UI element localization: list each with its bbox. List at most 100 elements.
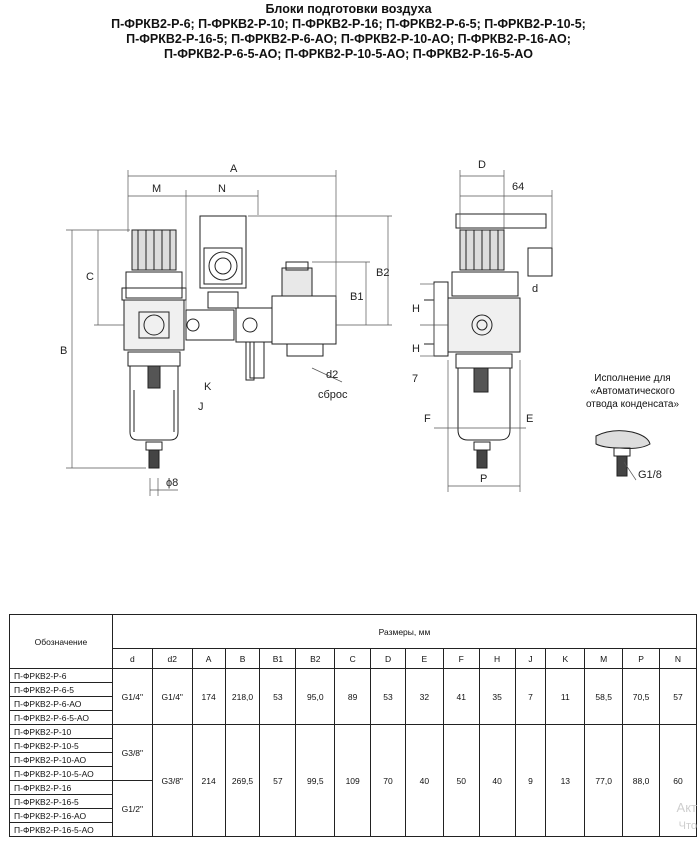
- cell-d: G1/2": [111, 780, 153, 837]
- cell-d: G3/8": [111, 724, 153, 781]
- cell-value: 269,5: [224, 724, 261, 837]
- model-name: П-ФРКВ2-Р-6: [9, 668, 113, 683]
- cell-value: 218,0: [224, 668, 261, 725]
- col-header: A: [191, 648, 226, 669]
- title-line-4: П-ФРКВ2-Р-6-5-АО; П-ФРКВ2-Р-10-5-АО; П-Ф…: [164, 47, 533, 61]
- cell-value: 70,5: [622, 668, 660, 725]
- dim-h-upper: H: [412, 303, 420, 315]
- cell-value: 7: [514, 668, 547, 725]
- dim-m: M: [152, 183, 161, 195]
- cell-value: 32: [404, 668, 444, 725]
- model-name: П-ФРКВ2-Р-6-5: [9, 682, 113, 697]
- model-name: П-ФРКВ2-Р-10: [9, 724, 113, 739]
- header-designation: Обозначение: [9, 614, 113, 669]
- model-name: П-ФРКВ2-Р-16-АО: [9, 808, 113, 823]
- cell-value: 53: [370, 668, 406, 725]
- title-line-1: Блоки подготовки воздуха: [265, 2, 432, 16]
- dim-c: C: [86, 271, 94, 283]
- dim-e: E: [526, 413, 533, 425]
- cell-value: G3/8": [151, 724, 193, 837]
- col-header: B1: [259, 648, 297, 669]
- note-line-2: «Автоматического: [590, 386, 675, 397]
- page-title: Блоки подготовки воздуха П-ФРКВ2-Р-6; П-…: [0, 2, 697, 62]
- col-header: K: [545, 648, 586, 669]
- dim-7: 7: [412, 373, 418, 385]
- cell-value: 11: [545, 668, 586, 725]
- dim-j: J: [198, 401, 204, 413]
- cell-value: 57: [259, 724, 297, 837]
- cell-value: 9: [514, 724, 547, 837]
- cell-value: 89: [334, 668, 372, 725]
- dim-64: 64: [512, 181, 524, 193]
- dimensions-table: Обозначение Размеры, мм d d2 A B B1 B2 C…: [9, 614, 697, 837]
- dim-phi8: ϕ8: [166, 477, 178, 489]
- header-sizes: Размеры, мм: [111, 614, 697, 649]
- dim-sbros: сброс: [318, 389, 348, 401]
- cell-value: 40: [404, 724, 444, 837]
- dim-b2: B2: [376, 267, 389, 279]
- col-header: J: [514, 648, 547, 669]
- note-line-1: Исполнение для: [594, 373, 671, 384]
- dim-f: F: [424, 413, 431, 425]
- col-header: P: [622, 648, 660, 669]
- cell-value: 50: [442, 724, 480, 837]
- dim-d2: d2: [326, 369, 338, 381]
- watermark-line-1: Акт: [676, 800, 697, 815]
- dim-k: K: [204, 381, 212, 393]
- side-view: [424, 213, 553, 469]
- col-header: H: [478, 648, 516, 669]
- dim-a: A: [230, 163, 238, 175]
- dim-d-small: d: [532, 283, 538, 295]
- cell-value: 58,5: [584, 668, 624, 725]
- cell-d: G1/4": [111, 668, 153, 725]
- model-name: П-ФРКВ2-Р-6-5-АО: [9, 710, 113, 725]
- watermark-line-2: Что: [678, 820, 697, 832]
- model-name: П-ФРКВ2-Р-10-5-АО: [9, 766, 113, 781]
- cell-value: 13: [545, 724, 586, 837]
- model-name: П-ФРКВ2-Р-16: [9, 780, 113, 795]
- auto-drain-detail: [595, 430, 651, 477]
- cell-value: 174: [191, 668, 226, 725]
- cell-value: 53: [259, 668, 297, 725]
- note-line-3: отвода конденсата»: [585, 399, 680, 410]
- cell-value: 88,0: [622, 724, 660, 837]
- model-name: П-ФРКВ2-Р-10-АО: [9, 752, 113, 767]
- col-header: F: [442, 648, 480, 669]
- col-header: C: [334, 648, 372, 669]
- col-header: D: [370, 648, 406, 669]
- model-name: П-ФРКВ2-Р-10-5: [9, 738, 113, 753]
- col-header: B2: [295, 648, 336, 669]
- cell-value: 214: [191, 724, 226, 837]
- title-line-2: П-ФРКВ2-Р-6; П-ФРКВ2-Р-10; П-ФРКВ2-Р-16;…: [111, 17, 586, 31]
- title-line-3: П-ФРКВ2-Р-16-5; П-ФРКВ2-Р-6-АО; П-ФРКВ2-…: [126, 32, 571, 46]
- dim-b1: B1: [350, 291, 363, 303]
- col-header: B: [224, 648, 261, 669]
- technical-drawing: A M N C B B1 B2 K J d2 сброс ϕ8 D 64 H H…: [60, 159, 662, 496]
- dim-h-lower: H: [412, 343, 420, 355]
- cell-value: 60: [659, 724, 697, 837]
- model-name: П-ФРКВ2-Р-16-5-АО: [9, 822, 113, 837]
- dimension-lines: [66, 170, 637, 496]
- module-connector-front: [185, 215, 247, 341]
- col-header: M: [584, 648, 624, 669]
- col-header: d2: [151, 648, 193, 669]
- cell-value: 77,0: [584, 724, 624, 837]
- auto-drain-note: Исполнение для «Автоматического отвода к…: [570, 372, 695, 411]
- cell-value: 40: [478, 724, 516, 837]
- col-header: E: [404, 648, 444, 669]
- col-header: d: [111, 648, 153, 669]
- dim-p: P: [480, 473, 487, 485]
- dim-b: B: [60, 345, 67, 357]
- cell-value: 35: [478, 668, 516, 725]
- cell-value: 109: [334, 724, 372, 837]
- cell-value: G1/4": [151, 668, 193, 725]
- dim-g18: G1/8: [638, 469, 662, 481]
- model-name: П-ФРКВ2-Р-6-АО: [9, 696, 113, 711]
- cell-value: 70: [370, 724, 406, 837]
- cell-value: 95,0: [295, 668, 336, 725]
- model-name: П-ФРКВ2-Р-16-5: [9, 794, 113, 809]
- col-header: N: [659, 648, 697, 669]
- cell-value: 57: [659, 668, 697, 725]
- filter-regulator-front-view: [121, 229, 187, 469]
- cell-value: 41: [442, 668, 480, 725]
